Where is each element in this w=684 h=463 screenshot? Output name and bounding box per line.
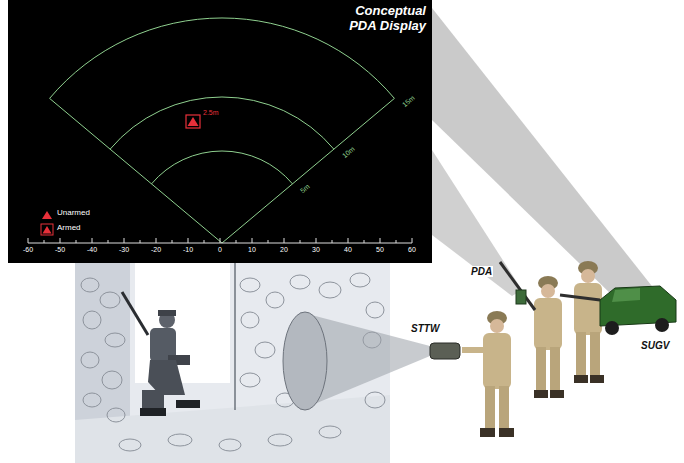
display-panel bbox=[8, 0, 432, 263]
axis-tick bbox=[348, 238, 349, 243]
axis-number: 50 bbox=[376, 246, 384, 253]
range-fan bbox=[50, 18, 395, 243]
axis-number: 10 bbox=[248, 246, 256, 253]
axis-tick bbox=[124, 238, 125, 243]
axis-tick bbox=[332, 240, 333, 243]
axis-tick bbox=[252, 238, 253, 243]
target-range: 2.5m bbox=[203, 109, 219, 116]
axis-tick bbox=[236, 240, 237, 243]
axis-tick bbox=[156, 238, 157, 243]
axis-tick bbox=[284, 238, 285, 243]
device-label: PDA bbox=[470, 266, 493, 277]
axis-tick bbox=[396, 240, 397, 243]
axis-number: 0 bbox=[218, 246, 222, 253]
axis-tick bbox=[76, 240, 77, 243]
armed-icon-box bbox=[41, 224, 53, 235]
sugv-beam bbox=[432, 8, 655, 298]
wall-scene bbox=[75, 263, 430, 463]
axis-tick bbox=[60, 238, 61, 243]
axis-tick bbox=[204, 240, 205, 243]
axis-number: -30 bbox=[119, 246, 129, 253]
axis-number: -10 bbox=[183, 246, 193, 253]
axis-number: 30 bbox=[312, 246, 320, 253]
axis-tick bbox=[108, 240, 109, 243]
target-triangle bbox=[188, 117, 199, 126]
axis-number: 20 bbox=[280, 246, 288, 253]
armed-target bbox=[186, 115, 200, 128]
axis-tick bbox=[44, 240, 45, 243]
soldiers bbox=[430, 261, 604, 437]
axis-number: -20 bbox=[151, 246, 161, 253]
legend-text: Unarmed bbox=[57, 208, 90, 217]
unarmed-icon bbox=[42, 211, 52, 219]
axis-tick bbox=[412, 238, 413, 243]
armed-icon bbox=[43, 226, 52, 234]
device-label: SUGV bbox=[640, 340, 670, 351]
display-title: Conceptual PDA Display bbox=[330, 3, 426, 33]
axis-number: 40 bbox=[344, 246, 352, 253]
axis-number: -60 bbox=[23, 246, 33, 253]
axis-tick bbox=[364, 240, 365, 243]
legend-text: Armed bbox=[57, 223, 81, 232]
axis-number: -40 bbox=[87, 246, 97, 253]
axis-number: 60 bbox=[408, 246, 416, 253]
device-label: STTW bbox=[410, 323, 440, 334]
axis-tick bbox=[28, 238, 29, 243]
axis-tick bbox=[220, 238, 221, 243]
axis-tick bbox=[300, 240, 301, 243]
axis-tick bbox=[268, 240, 269, 243]
sugv-vehicle bbox=[600, 286, 676, 335]
axis-tick bbox=[140, 240, 141, 243]
axis-tick bbox=[188, 238, 189, 243]
range-axis bbox=[28, 238, 412, 243]
axis-tick bbox=[316, 238, 317, 243]
axis-tick bbox=[172, 240, 173, 243]
axis-number: -50 bbox=[55, 246, 65, 253]
axis-tick bbox=[92, 238, 93, 243]
axis-tick bbox=[380, 238, 381, 243]
